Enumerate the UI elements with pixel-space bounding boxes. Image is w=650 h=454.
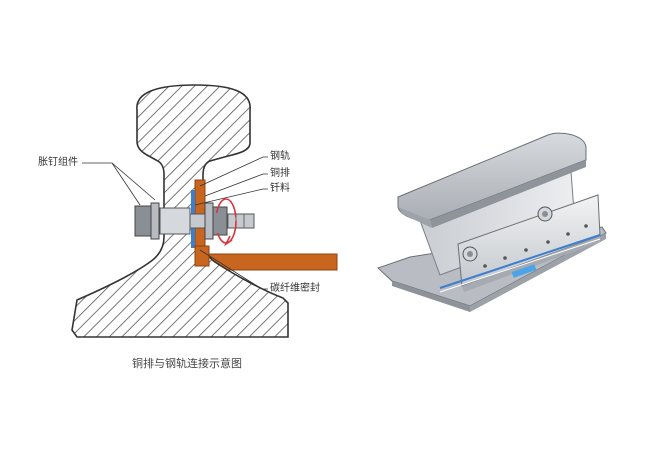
bolt-assembly bbox=[134, 202, 255, 240]
label-steel-rail: 钢轨 bbox=[270, 151, 290, 162]
label-carbon-fiber-seal: 碳纤维密封 bbox=[270, 283, 320, 294]
copper-bar-joint bbox=[194, 245, 210, 267]
bolt-nut-right bbox=[212, 206, 228, 236]
bolt-sleeve bbox=[159, 207, 191, 235]
rail-3d-view bbox=[377, 132, 607, 312]
seal-stripe-3d bbox=[439, 234, 601, 289]
bolt-nut-left bbox=[134, 205, 152, 237]
label-bolt-assembly: 胀钉组件 bbox=[38, 157, 78, 168]
label-copper-bar: 铜排 bbox=[270, 168, 290, 179]
leader-lines bbox=[82, 156, 268, 290]
bolt-heads-3d bbox=[462, 206, 588, 268]
figure-caption: 铜排与钢轨连接示意图 bbox=[132, 357, 242, 370]
bolt-washer-right bbox=[204, 202, 214, 240]
label-solder: 钎料 bbox=[270, 183, 290, 194]
bolt-washer-left bbox=[150, 202, 160, 240]
rail-cross-section bbox=[71, 84, 338, 338]
